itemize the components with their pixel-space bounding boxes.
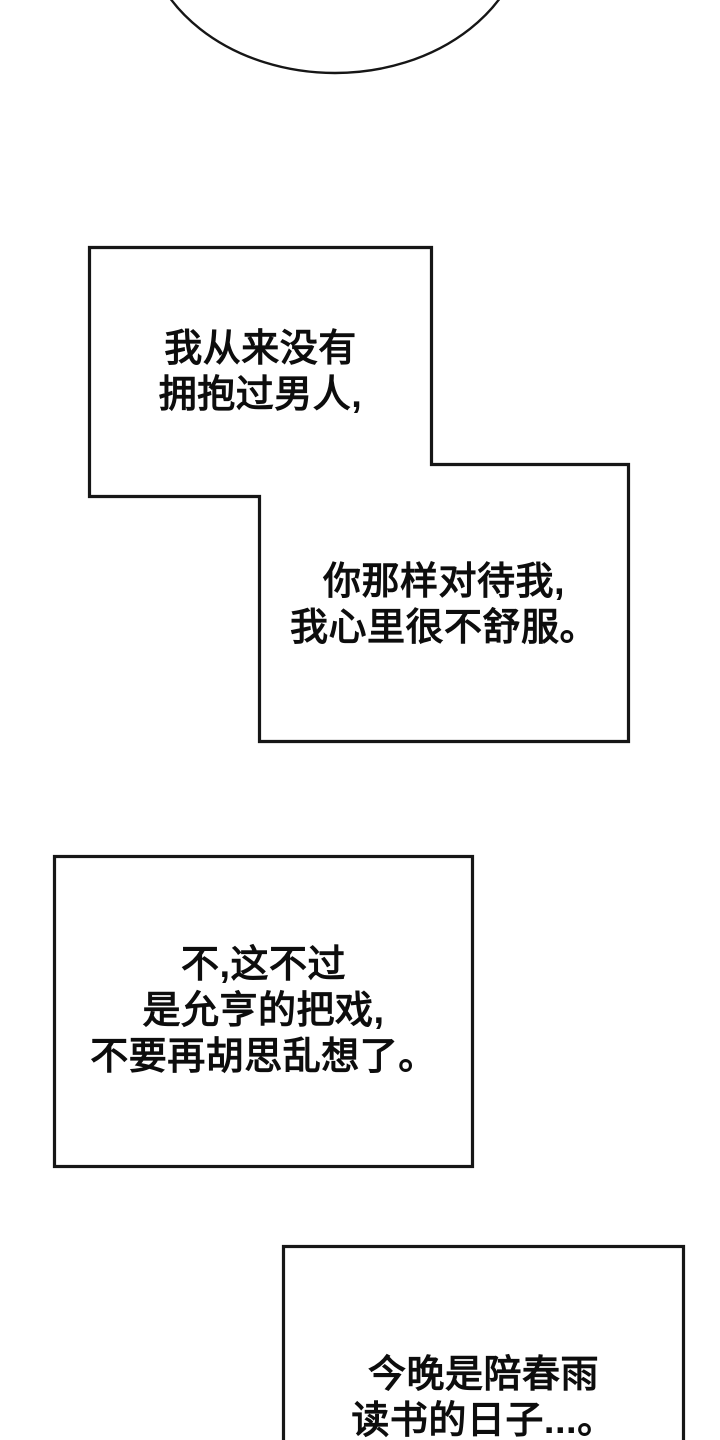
text-line: 今晚是陪春雨 — [367, 1354, 599, 1396]
bottom-speech-text: 今晚是陪春雨 读书的日子...。 — [282, 1352, 685, 1440]
stepped-speech-box — [87, 245, 631, 744]
text-line: 拥抱过男人, — [158, 374, 363, 416]
speech-text-2: 你那样对待我, 我心里很不舒服。 — [258, 466, 630, 743]
text-line: 我从来没有 — [164, 328, 357, 370]
speech-bubble-arc — [170, 0, 500, 75]
text-line: 你那样对待我, — [322, 560, 566, 603]
text-line: 读书的日子...。 — [351, 1400, 616, 1440]
thought-text: 不,这不过 是允亨的把戏, 不要再胡思乱想了。 — [53, 855, 474, 1167]
thought-box — [52, 854, 475, 1169]
text-line: 是允亨的把戏, — [142, 990, 385, 1032]
text-line: 我心里很不舒服。 — [289, 606, 598, 649]
speech-text-1: 我从来没有 拥抱过男人, — [88, 246, 433, 498]
text-line: 不,这不过 — [180, 944, 347, 986]
text-line: 不要再胡思乱想了。 — [90, 1036, 437, 1078]
bottom-speech-box — [281, 1244, 686, 1440]
